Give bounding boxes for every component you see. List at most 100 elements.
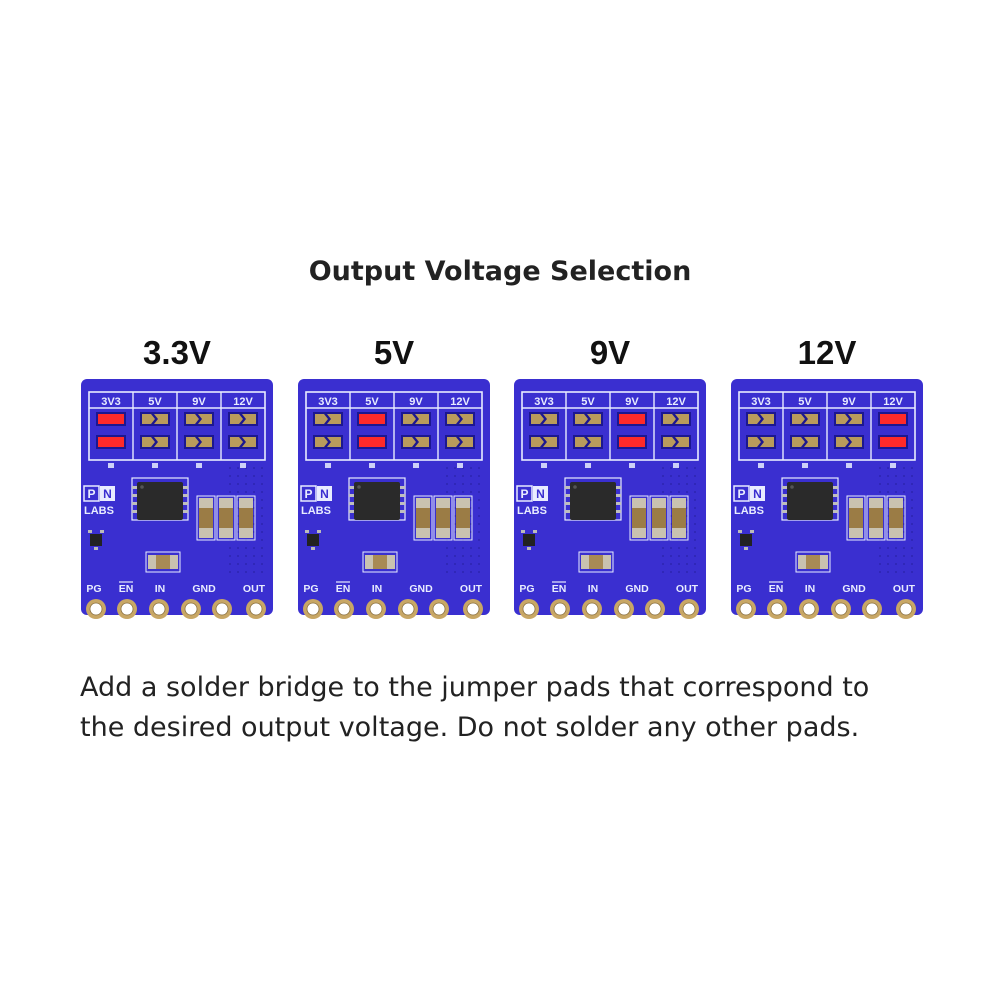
jumper-pad-open bbox=[573, 435, 603, 449]
capacitor bbox=[216, 495, 236, 541]
regulator-chip bbox=[131, 477, 189, 521]
header-pin bbox=[212, 599, 232, 619]
jumper-label: 9V bbox=[842, 396, 856, 408]
resistor bbox=[362, 551, 398, 573]
header-pin bbox=[679, 599, 699, 619]
pin-label: EN bbox=[769, 583, 784, 595]
header-pin bbox=[767, 599, 787, 619]
pin-label: IN bbox=[588, 583, 599, 595]
regulator-chip bbox=[564, 477, 622, 521]
svg-text:P: P bbox=[304, 487, 312, 501]
svg-text:LABS: LABS bbox=[734, 505, 764, 517]
instructions: Add a solder bridge to the jumper pads t… bbox=[80, 668, 940, 748]
capacitor bbox=[886, 495, 906, 541]
pin-label: OUT bbox=[460, 583, 483, 595]
jumper-label: 3V3 bbox=[534, 396, 554, 408]
header-pin bbox=[519, 599, 539, 619]
jumper-label: 5V bbox=[581, 396, 595, 408]
capacitor bbox=[196, 495, 216, 541]
capacitor bbox=[669, 495, 689, 541]
jumper-label: 12V bbox=[233, 396, 253, 408]
resistor bbox=[145, 551, 181, 573]
transistor bbox=[521, 530, 537, 550]
voltage-label-0: 3.3V bbox=[143, 334, 211, 371]
jumper-pad-open bbox=[834, 412, 864, 426]
jumper-pad-open bbox=[184, 435, 214, 449]
jumper-pad-bridged bbox=[878, 412, 908, 426]
header-pin bbox=[736, 599, 756, 619]
jumper-pad-bridged bbox=[357, 412, 387, 426]
pin-label: OUT bbox=[243, 583, 266, 595]
svg-text:N: N bbox=[103, 487, 112, 501]
jumper-pad-bridged bbox=[96, 435, 126, 449]
header-pin bbox=[149, 599, 169, 619]
jumper-label: 9V bbox=[625, 396, 639, 408]
pin-label: PG bbox=[519, 583, 534, 595]
jumper-pad-open bbox=[401, 412, 431, 426]
svg-text:N: N bbox=[753, 487, 762, 501]
pin-label: PG bbox=[86, 583, 101, 595]
header-pin bbox=[799, 599, 819, 619]
jumper-pad-open bbox=[661, 412, 691, 426]
svg-text:LABS: LABS bbox=[84, 505, 114, 517]
jumper-label: 5V bbox=[148, 396, 162, 408]
pin-label: GND bbox=[192, 583, 216, 595]
jumper-pad-bridged bbox=[617, 435, 647, 449]
svg-text:P: P bbox=[87, 487, 95, 501]
page-title: Output Voltage Selection bbox=[308, 256, 692, 287]
svg-text:P: P bbox=[737, 487, 745, 501]
jumper-pad-bridged bbox=[878, 435, 908, 449]
jumper-pad-open bbox=[573, 412, 603, 426]
svg-text:N: N bbox=[536, 487, 545, 501]
jumper-label: 12V bbox=[450, 396, 470, 408]
jumper-label: 12V bbox=[883, 396, 903, 408]
capacitor bbox=[629, 495, 649, 541]
capacitor bbox=[236, 495, 256, 541]
header-pin bbox=[334, 599, 354, 619]
svg-text:P: P bbox=[520, 487, 528, 501]
jumper-pad-open bbox=[228, 412, 258, 426]
svg-text:N: N bbox=[320, 487, 329, 501]
jumper-pad-bridged bbox=[357, 435, 387, 449]
pin-label: EN bbox=[119, 583, 134, 595]
pin-label: EN bbox=[552, 583, 567, 595]
transistor bbox=[738, 530, 754, 550]
header-pin bbox=[463, 599, 483, 619]
jumper-block: 3V3 5V 9V 12V bbox=[738, 391, 916, 461]
voltage-label-2: 9V bbox=[589, 334, 631, 371]
jumper-pad-open bbox=[790, 412, 820, 426]
resistor bbox=[795, 551, 831, 573]
jumper-pad-open bbox=[313, 435, 343, 449]
header-pin bbox=[86, 599, 106, 619]
jumper-label: 12V bbox=[666, 396, 686, 408]
jumper-pad-open bbox=[746, 412, 776, 426]
header-pin bbox=[896, 599, 916, 619]
pin-label: IN bbox=[155, 583, 166, 595]
jumper-label: 3V3 bbox=[751, 396, 771, 408]
transistor bbox=[88, 530, 104, 550]
pin-label: GND bbox=[842, 583, 866, 595]
jumper-pad-bridged bbox=[617, 412, 647, 426]
pin-label: OUT bbox=[893, 583, 916, 595]
jumper-pad-open bbox=[140, 435, 170, 449]
header-pin bbox=[398, 599, 418, 619]
header-pin bbox=[582, 599, 602, 619]
jumper-pad-open bbox=[445, 435, 475, 449]
pin-label: PG bbox=[736, 583, 751, 595]
svg-text:LABS: LABS bbox=[517, 505, 547, 517]
jumper-pad-open bbox=[401, 435, 431, 449]
jumper-label: 5V bbox=[798, 396, 812, 408]
instructions-line-2: the desired output voltage. Do not solde… bbox=[80, 712, 860, 743]
pin-label: IN bbox=[372, 583, 383, 595]
svg-text:LABS: LABS bbox=[301, 505, 331, 517]
